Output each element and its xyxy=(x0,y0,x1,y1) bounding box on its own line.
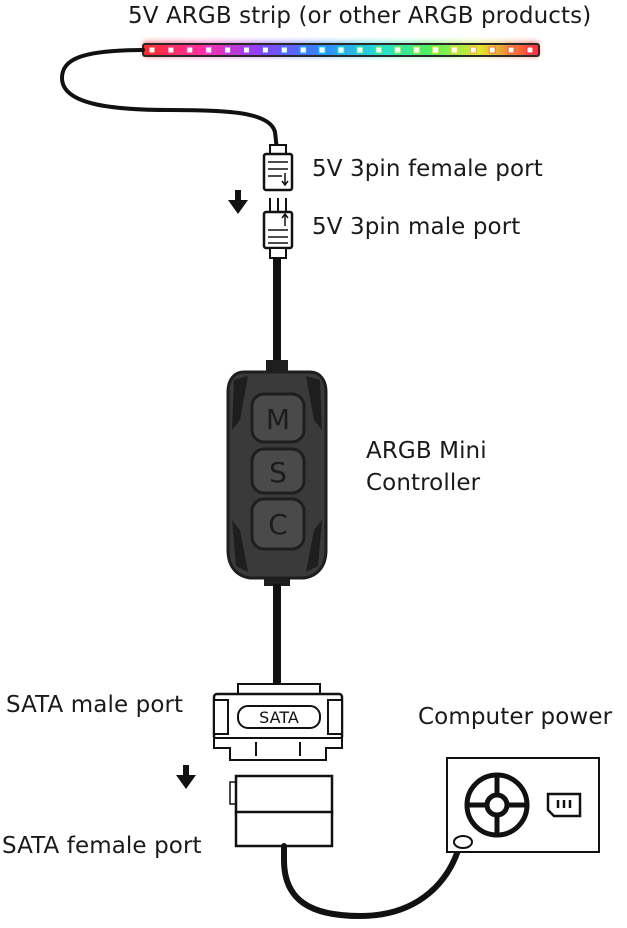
controller-label-line1: ARGB Mini xyxy=(366,438,487,464)
strip-led xyxy=(432,46,439,54)
button-m-label: M xyxy=(266,403,290,436)
strip-led xyxy=(337,46,345,54)
controller-button-m[interactable]: M xyxy=(250,392,306,444)
sata-male-label: SATA male port xyxy=(6,692,184,718)
sata-female-connector xyxy=(229,774,334,848)
controller-button-s[interactable]: S xyxy=(250,447,306,495)
strip-led xyxy=(243,46,250,54)
male-3pin-connector xyxy=(262,198,294,259)
sata-female-label: SATA female port xyxy=(2,833,202,859)
strip-led xyxy=(450,46,458,54)
strip-led xyxy=(148,46,156,54)
computer-power-supply xyxy=(446,757,600,853)
controller-button-c[interactable]: C xyxy=(250,497,306,551)
cable-to-sata xyxy=(273,584,281,686)
strip-led xyxy=(413,46,421,54)
button-s-label: S xyxy=(269,456,287,489)
strip-led xyxy=(507,46,515,54)
female-port-label: 5V 3pin female port xyxy=(312,156,543,182)
computer-power-label: Computer power xyxy=(418,704,613,730)
strip-led xyxy=(280,46,288,54)
strip-led xyxy=(488,46,496,54)
female-3pin-connector xyxy=(262,144,294,192)
strip-label: 5V ARGB strip (or other ARGB products) xyxy=(128,3,592,29)
argb-mini-controller: M S C xyxy=(226,360,328,586)
strip-led xyxy=(261,46,269,54)
strip-led xyxy=(469,46,477,54)
argb-strip xyxy=(142,41,540,57)
strip-led xyxy=(318,46,326,54)
strip-led xyxy=(526,46,534,54)
connect-arrow-icon xyxy=(228,190,248,214)
power-socket-icon xyxy=(546,792,582,818)
sata-plug-label: SATA xyxy=(259,708,299,727)
sata-male-connector: SATA xyxy=(212,683,344,761)
cable-to-controller xyxy=(273,258,281,366)
controller-label-line2: Controller xyxy=(366,470,481,496)
connect-arrow-icon xyxy=(176,765,196,789)
strip-led xyxy=(375,46,383,54)
strip-led xyxy=(394,46,402,54)
fan-icon xyxy=(464,772,530,838)
strip-led xyxy=(167,46,175,54)
male-port-label: 5V 3pin male port xyxy=(312,214,521,240)
strip-led xyxy=(299,46,307,54)
strip-led xyxy=(205,46,213,54)
strip-led xyxy=(356,46,364,54)
power-cable xyxy=(281,841,463,920)
strip-leds xyxy=(148,46,534,54)
strip-led xyxy=(224,46,232,54)
cable-grommet xyxy=(453,835,473,849)
strip-led xyxy=(186,46,194,54)
button-c-label: C xyxy=(268,508,288,541)
strip-cable xyxy=(59,48,279,152)
controller-label: ARGB Mini Controller xyxy=(366,435,487,499)
